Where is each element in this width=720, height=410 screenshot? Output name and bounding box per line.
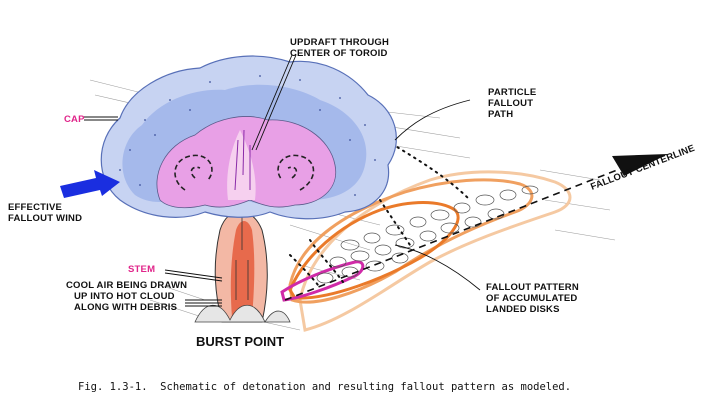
leader-lines [84, 54, 481, 307]
label-pattern-2: OF ACCUMULATED [486, 293, 577, 304]
contour-core [280, 260, 365, 302]
label-cap: CAP [64, 114, 85, 125]
label-stem: STEM [128, 264, 155, 275]
fallout-pattern [280, 170, 572, 332]
effective-wind-arrow [60, 170, 120, 198]
label-fallout-centerline: FALLOUT CENTERLINE [589, 143, 696, 193]
label-cool-2: UP INTO HOT CLOUD [74, 291, 175, 302]
label-burst-point: BURST POINT [196, 334, 284, 349]
label-cool-3: ALONG WITH DEBRIS [74, 302, 177, 313]
label-updraft-2: CENTER OF TOROID [290, 48, 388, 59]
label-cool-1: COOL AIR BEING DRAWN [66, 280, 187, 291]
label-pattern-3: LANDED DISKS [486, 304, 560, 315]
mushroom-cap [100, 55, 397, 220]
label-updraft-1: UPDRAFT THROUGH [290, 37, 389, 48]
stem [194, 210, 291, 323]
label-particle-2: FALLOUT [488, 98, 533, 109]
label-particle-1: PARTICLE [488, 87, 536, 98]
label-effective-2: FALLOUT WIND [8, 213, 82, 224]
label-pattern-1: FALLOUT PATTERN [486, 282, 579, 293]
fallout-centerline-arrow [284, 154, 668, 301]
label-effective-1: EFFECTIVE [8, 202, 62, 213]
label-particle-3: PATH [488, 109, 513, 120]
figure-caption: Fig. 1.3-1. Schematic of detonation and … [78, 381, 571, 393]
